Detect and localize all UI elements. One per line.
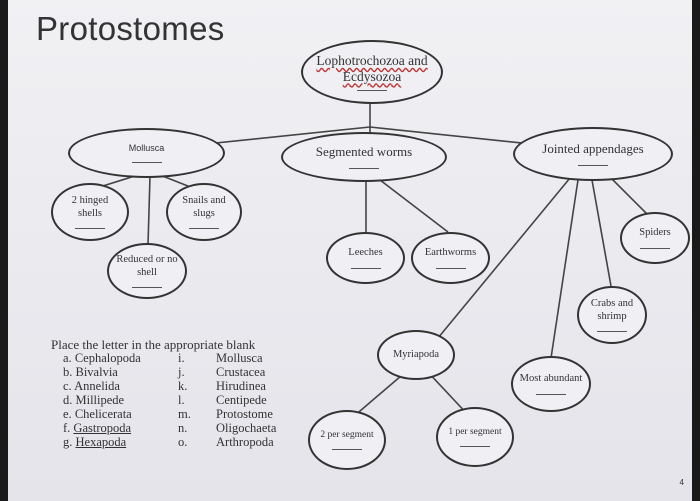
answer-blank [435,267,466,269]
node-two-hinged-shells: 2 hinged shells [51,183,129,241]
term-letter: d. [63,393,73,407]
page-title: Protostomes [36,10,225,47]
term-cell: f. Gastropoda [63,421,178,435]
group-name: Arthropoda [216,435,274,449]
group-name: Centipede [216,393,267,407]
term-cell: b. Bivalvia [63,365,178,379]
node-two-per-segment: 2 per segment [308,410,386,470]
term-cell: g. Hexapoda [63,435,178,449]
answer-blank [132,286,162,288]
connector [352,369,409,418]
term-letter: c. [63,379,72,393]
group-name: Protostome [216,407,273,421]
answer-blank [189,227,219,229]
page-number: 4 [679,478,684,487]
group-number: o. [178,435,188,449]
connector [550,179,579,359]
group-name: Hirudinea [216,379,266,393]
connector [607,174,649,216]
connector-lines [89,104,649,418]
term-letter: b. [63,365,73,379]
group-number: i. [178,351,185,365]
term-name: Cephalopoda [74,351,141,365]
term-cell: a. Cephalopoda [63,351,178,365]
term-name: Bivalvia [75,365,118,379]
node-jointed-appendages: Jointed appendages [513,127,673,181]
term-letter: a. [63,351,72,365]
group-number: n. [178,421,188,435]
term-letter: f. [63,421,71,435]
answer-blank [332,448,362,450]
answer-blank [75,227,105,229]
node-earthworms: Earthworms [411,232,490,284]
term-cell: e. Chelicerata [63,407,178,421]
node-segmented-worms: Segmented worms [281,132,447,182]
node-one-per-segment: 1 per segment [436,407,514,467]
node-snails-and-slugs: Snails and slugs [166,183,242,241]
group-name: Crustacea [216,365,266,379]
node-lophotrochozoa-ecdysozoa: Lophotrochozoa and Ecdysozoa [301,40,443,104]
answer-blank [578,164,608,166]
term-name: Millipede [75,393,125,407]
term-cell: c. Annelida [63,379,178,393]
group-number: m. [178,407,191,421]
answer-blank [460,445,490,447]
connector [379,179,449,233]
term-letter: e. [63,407,72,421]
answer-blank [131,161,162,163]
connector [437,177,571,339]
node-spiders: Spiders [620,212,690,264]
answer-blank [350,267,381,269]
node-most-abundant: Most abundant [511,356,591,412]
answer-blank [597,330,627,332]
answer-blank [640,247,670,249]
answer-blank [357,90,387,92]
answer-blank [349,167,379,169]
group-name: Oligochaeta [216,421,277,435]
term-name: Chelicerata [74,407,132,421]
answer-blank [536,393,566,395]
slide: Protostomes Lophotrochozoa and Ecdysozoa… [8,0,692,501]
connector [147,175,151,246]
node-reduced-shell: Reduced or no shell [107,243,187,299]
term-name: Gastropoda [73,421,132,435]
term-cell: d. Millipede [63,393,178,407]
term-name: Annelida [74,379,120,393]
node-myriapoda: Myriapoda [377,330,455,380]
connector [591,179,612,287]
group-name: Mollusca [216,351,263,365]
group-number: j. [178,365,185,379]
group-number: l. [178,393,185,407]
node-crabs-and-shrimp: Crabs and shrimp [577,286,647,344]
group-number: k. [178,379,188,393]
term-name: Hexapoda [75,435,127,449]
term-letter: g. [63,435,73,449]
node-leeches: Leeches [326,232,405,284]
instructions: Place the letter in the appropriate blan… [51,337,256,352]
node-mollusca: Mollusca [68,128,225,178]
